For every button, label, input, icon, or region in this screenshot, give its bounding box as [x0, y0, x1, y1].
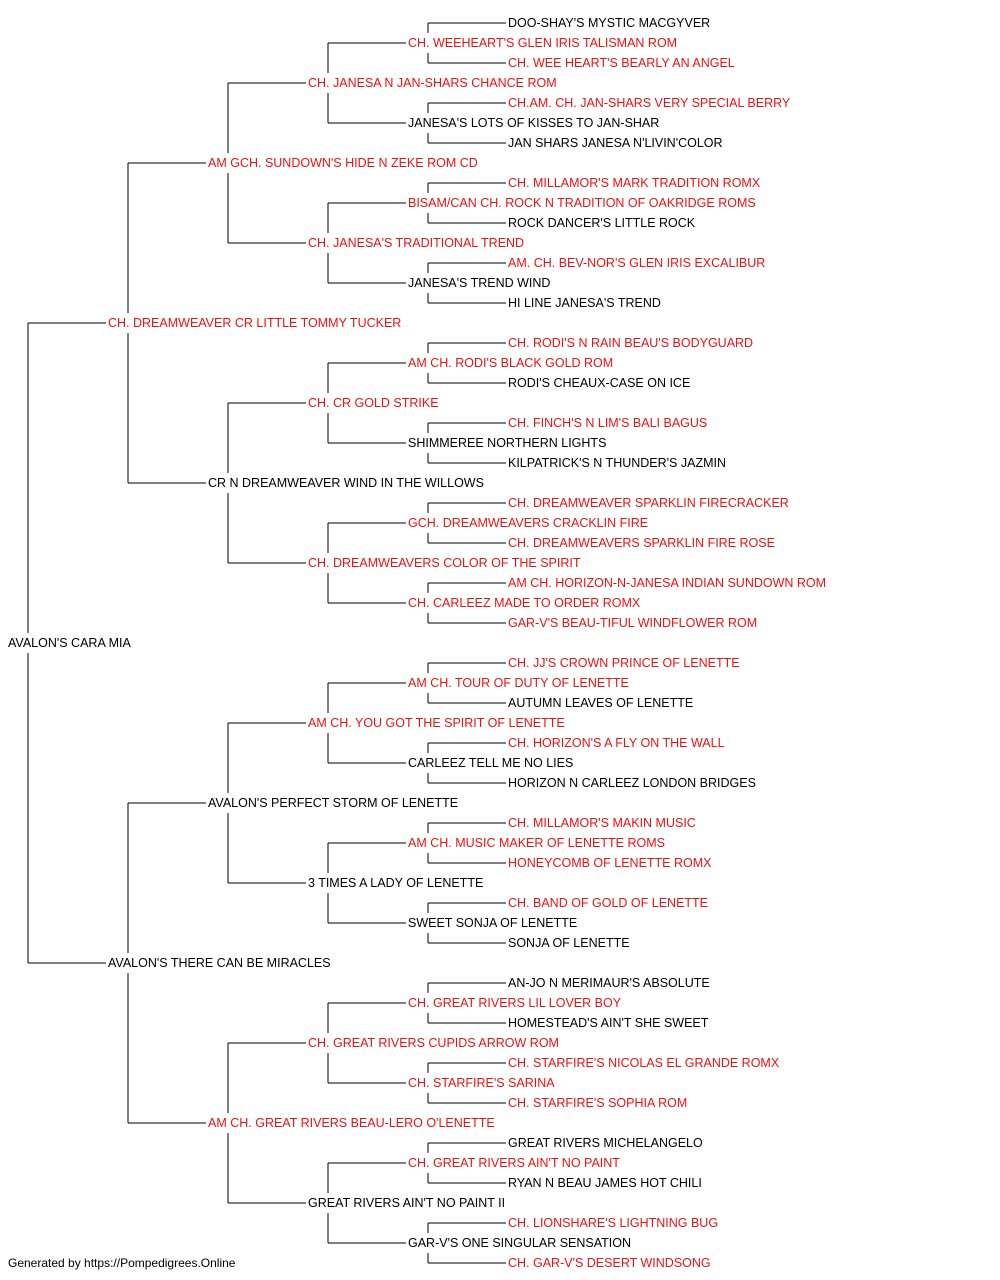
- ancestor-gen5-28: CH. STARFIRE'S SOPHIA ROM: [508, 1096, 687, 1110]
- ancestor-gen4-16: GAR-V'S ONE SINGULAR SENSATION: [408, 1236, 631, 1250]
- ancestor-gen4-6: SHIMMEREE NORTHERN LIGHTS: [408, 436, 606, 450]
- connector-lines: [27, 22, 506, 1264]
- ancestor-gen5-8: HI LINE JANESA'S TREND: [508, 296, 661, 310]
- ancestor-gen5-27: CH. STARFIRE'S NICOLAS EL GRANDE ROMX: [508, 1056, 780, 1070]
- dog-name-labels: AVALON'S CARA MIA CH. DREAMWEAVER CR LITT…: [8, 16, 826, 1270]
- ancestor-gen5-19: CH. HORIZON'S A FLY ON THE WALL: [508, 736, 725, 750]
- ancestor-gen5-18: AUTUMN LEAVES OF LENETTE: [508, 696, 693, 710]
- ancestor-gen1-2: AVALON'S THERE CAN BE MIRACLES: [108, 956, 331, 970]
- ancestor-gen5-30: RYAN N BEAU JAMES HOT CHILI: [508, 1176, 702, 1190]
- ancestor-gen5-4: JAN SHARS JANESA N'LIVIN'COLOR: [508, 136, 723, 150]
- ancestor-gen3-7: CH. GREAT RIVERS CUPIDS ARROW ROM: [308, 1036, 559, 1050]
- ancestor-gen4-1: CH. WEEHEART'S GLEN IRIS TALISMAN ROM: [408, 36, 677, 50]
- ancestor-gen3-5: AM CH. YOU GOT THE SPIRIT OF LENETTE: [308, 716, 565, 730]
- ancestor-gen4-8: CH. CARLEEZ MADE TO ORDER ROMX: [408, 596, 641, 610]
- ancestor-gen4-4: JANESA'S TREND WIND: [408, 276, 550, 290]
- ancestor-gen2-1: AM GCH. SUNDOWN'S HIDE N ZEKE ROM CD: [208, 156, 478, 170]
- ancestor-gen5-7: AM. CH. BEV-NOR'S GLEN IRIS EXCALIBUR: [508, 256, 765, 270]
- ancestor-gen5-10: RODI'S CHEAUX-CASE ON ICE: [508, 376, 690, 390]
- ancestor-gen5-5: CH. MILLAMOR'S MARK TRADITION ROMX: [508, 176, 761, 190]
- ancestor-gen4-10: CARLEEZ TELL ME NO LIES: [408, 756, 573, 770]
- ancestor-gen4-13: CH. GREAT RIVERS LIL LOVER BOY: [408, 996, 622, 1010]
- ancestor-gen5-11: CH. FINCH'S N LIM'S BALI BAGUS: [508, 416, 707, 430]
- ancestor-gen4-12: SWEET SONJA OF LENETTE: [408, 916, 577, 930]
- ancestor-gen3-4: CH. DREAMWEAVERS COLOR OF THE SPIRIT: [308, 556, 581, 570]
- ancestor-gen3-6: 3 TIMES A LADY OF LENETTE: [308, 876, 483, 890]
- ancestor-gen5-24: SONJA OF LENETTE: [508, 936, 630, 950]
- ancestor-gen5-25: AN-JO N MERIMAUR'S ABSOLUTE: [508, 976, 710, 990]
- generator-credit: Generated by https://Pompedigrees.Online: [8, 1256, 236, 1270]
- ancestor-gen4-15: CH. GREAT RIVERS AIN'T NO PAINT: [408, 1156, 620, 1170]
- ancestor-gen5-3: CH.AM. CH. JAN-SHARS VERY SPECIAL BERRY: [508, 96, 791, 110]
- ancestor-gen1-1: CH. DREAMWEAVER CR LITTLE TOMMY TUCKER: [108, 316, 401, 330]
- ancestor-gen4-11: AM CH. MUSIC MAKER OF LENETTE ROMS: [408, 836, 665, 850]
- ancestor-gen4-2: JANESA'S LOTS OF KISSES TO JAN-SHAR: [408, 116, 659, 130]
- ancestor-gen2-2: CR N DREAMWEAVER WIND IN THE WILLOWS: [208, 476, 484, 490]
- ancestor-gen5-22: HONEYCOMB OF LENETTE ROMX: [508, 856, 712, 870]
- ancestor-gen5-15: AM CH. HORIZON-N-JANESA INDIAN SUNDOWN R…: [508, 576, 826, 590]
- subject-dog: AVALON'S CARA MIA: [8, 636, 131, 650]
- ancestor-gen5-31: CH. LIONSHARE'S LIGHTNING BUG: [508, 1216, 718, 1230]
- ancestor-gen5-26: HOMESTEAD'S AIN'T SHE SWEET: [508, 1016, 709, 1030]
- ancestor-gen5-1: DOO-SHAY'S MYSTIC MACGYVER: [508, 16, 710, 30]
- ancestor-gen5-2: CH. WEE HEART'S BEARLY AN ANGEL: [508, 56, 735, 70]
- ancestor-gen5-23: CH. BAND OF GOLD OF LENETTE: [508, 896, 708, 910]
- ancestor-gen4-5: AM CH. RODI'S BLACK GOLD ROM: [408, 356, 613, 370]
- ancestor-gen5-29: GREAT RIVERS MICHELANGELO: [508, 1136, 703, 1150]
- ancestor-gen3-2: CH. JANESA'S TRADITIONAL TREND: [308, 236, 524, 250]
- ancestor-gen5-32: CH. GAR-V'S DESERT WINDSONG: [508, 1256, 711, 1270]
- ancestor-gen5-14: CH. DREAMWEAVERS SPARKLIN FIRE ROSE: [508, 536, 775, 550]
- ancestor-gen5-20: HORIZON N CARLEEZ LONDON BRIDGES: [508, 776, 756, 790]
- ancestor-gen5-21: CH. MILLAMOR'S MAKIN MUSIC: [508, 816, 696, 830]
- ancestor-gen4-14: CH. STARFIRE'S SARINA: [408, 1076, 555, 1090]
- ancestor-gen4-3: BISAM/CAN CH. ROCK N TRADITION OF OAKRID…: [408, 196, 756, 210]
- ancestor-gen5-16: GAR-V'S BEAU-TIFUL WINDFLOWER ROM: [508, 616, 757, 630]
- ancestor-gen5-9: CH. RODI'S N RAIN BEAU'S BODYGUARD: [508, 336, 753, 350]
- ancestor-gen5-12: KILPATRICK'S N THUNDER'S JAZMIN: [508, 456, 726, 470]
- ancestor-gen3-1: CH. JANESA N JAN-SHARS CHANCE ROM: [308, 76, 557, 90]
- ancestor-gen2-3: AVALON'S PERFECT STORM OF LENETTE: [208, 796, 458, 810]
- ancestor-gen4-9: AM CH. TOUR OF DUTY OF LENETTE: [408, 676, 629, 690]
- ancestor-gen2-4: AM CH. GREAT RIVERS BEAU-LERO O'LENETTE: [208, 1116, 495, 1130]
- ancestor-gen4-7: GCH. DREAMWEAVERS CRACKLIN FIRE: [408, 516, 648, 530]
- ancestor-gen3-3: CH. CR GOLD STRIKE: [308, 396, 439, 410]
- ancestor-gen5-6: ROCK DANCER'S LITTLE ROCK: [508, 216, 696, 230]
- ancestor-gen5-17: CH. JJ'S CROWN PRINCE OF LENETTE: [508, 656, 740, 670]
- ancestor-gen5-13: CH. DREAMWEAVER SPARKLIN FIRECRACKER: [508, 496, 789, 510]
- ancestor-gen3-8: GREAT RIVERS AIN'T NO PAINT II: [308, 1196, 505, 1210]
